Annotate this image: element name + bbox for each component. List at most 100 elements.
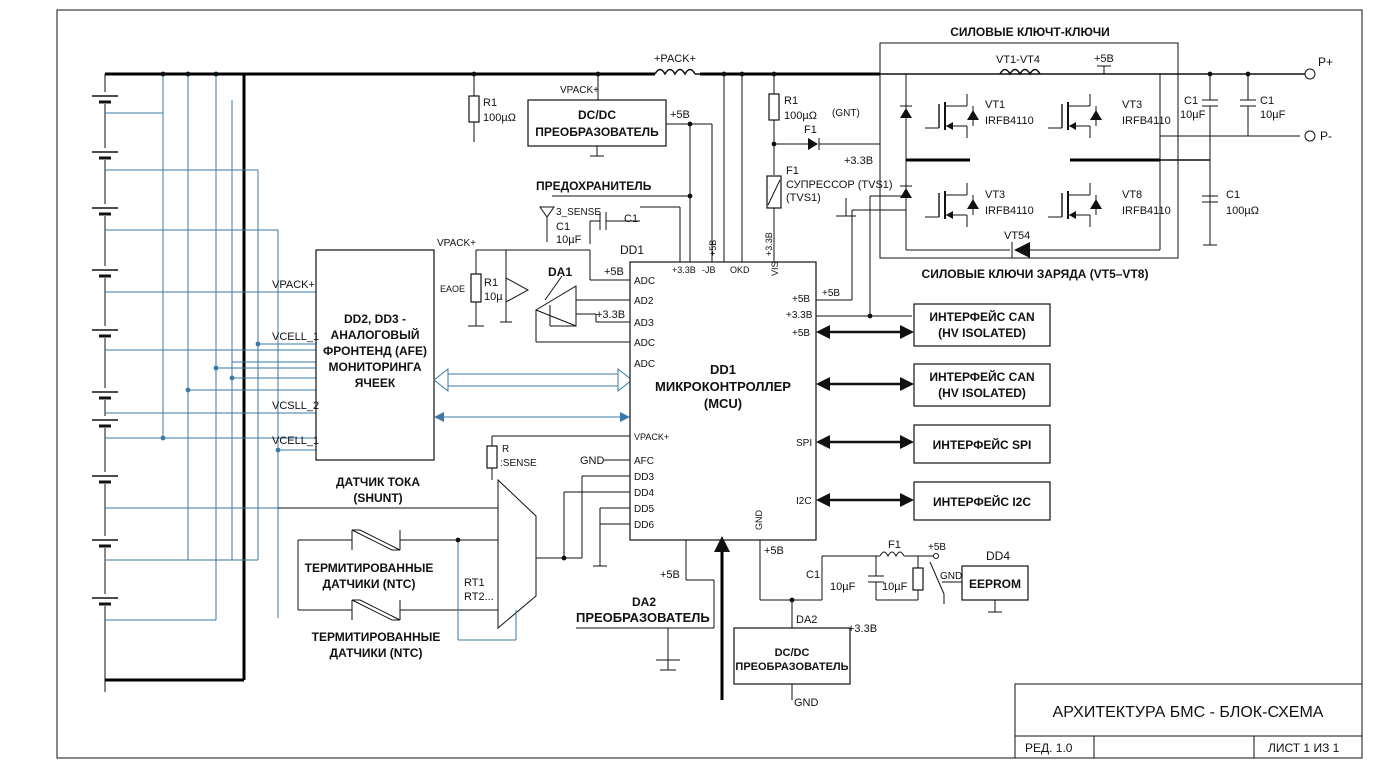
mcu-pin-right-1: +5B	[792, 294, 810, 305]
title-block-title: АРХИТЕКТУРА БМС - БЛОК-СХЕМА	[1053, 704, 1324, 721]
fuse-c1-value: 10µF	[556, 234, 582, 246]
tvs-line-2: (TVS1)	[786, 192, 821, 204]
afe-block: DD2, DD3 - АНАЛОГОВЫЙ ФРОНТЕНД (AFE) МОН…	[272, 249, 435, 461]
top-r1: R1 100µΩ	[468, 71, 516, 142]
mcu-pin-left-2: AD2	[634, 296, 654, 307]
eeprom-f1: F1	[888, 539, 901, 551]
mcu-ref: DD1	[710, 362, 736, 377]
mcu-pin-dd3: DD3	[634, 472, 654, 483]
eaoe-label: EAOE	[440, 284, 465, 294]
da2-plus5: +5B	[660, 569, 680, 581]
mcu-pin-bottom: GND	[754, 510, 764, 531]
mux	[497, 475, 630, 630]
power-switch-box: СИЛОВЫЕ КЛЮЧТ-КЛЮЧИ СИЛОВЫЕ КЛЮЧИ ЗАРЯДА…	[879, 25, 1210, 281]
da2-converter: +5B DA2 ПРЕОБРАЗОВАТЕЛЬ +5B	[576, 536, 822, 700]
tvs-line-1: СУПРЕССОР (TVS1)	[786, 179, 893, 191]
dcdc-bottom: DC/DC ПРЕОБРАЗОВАТЕЛЬ DA2 +3.3B GND	[733, 597, 877, 709]
bidirectional-arrow	[816, 377, 914, 391]
mcu-pin-dd5: DD5	[634, 504, 654, 515]
power-switch-top-title: СИЛОВЫЕ КЛЮЧТ-КЛЮЧИ	[950, 25, 1110, 39]
mcu-right-wires	[816, 195, 912, 319]
r-sense-2: :SENSE	[500, 458, 537, 469]
mcu-pin-right-3: +5B	[792, 328, 810, 339]
dcdc-bottom-line1: DC/DC	[775, 647, 810, 659]
vt1-label: VT1	[985, 99, 1005, 111]
ntc-rt2: RT2...	[464, 591, 494, 603]
mcu-ref-top: DD1	[620, 243, 644, 257]
dcdc-bottom-line2: ПРЕОБРАЗОВАТЕЛЬ	[735, 661, 848, 673]
cell-sense-wires	[105, 71, 316, 621]
mcu-pin-right-spi: SPI	[796, 438, 812, 449]
dcdc-bottom-plus33: +3.3B	[848, 623, 877, 635]
pack-inductor-label: +PACK+	[654, 53, 696, 65]
dcdc-bottom-gnd: GND	[794, 697, 819, 709]
dcdc-bottom-ref: DA2	[796, 614, 817, 626]
cap-c1c-label: C1	[1226, 189, 1240, 201]
battery-cell	[90, 92, 120, 104]
gnd-note: (GNT)	[832, 108, 860, 119]
fuse-c1-label: C1	[556, 221, 570, 233]
battery-cell	[90, 536, 120, 548]
f1-tvs-label: F1	[786, 165, 799, 177]
bidirectional-arrow	[816, 325, 914, 339]
ntc-rt1: RT1	[464, 577, 485, 589]
iface-spi-line1: ИНТЕРФЕЙС SPI	[933, 437, 1032, 452]
iface-can1-line2: (HV ISOLATED)	[938, 326, 1026, 340]
sheet-border	[56, 9, 1363, 759]
vt-top-label: VT1-VT4	[996, 54, 1040, 66]
mcu-pin-dd6: DD6	[634, 520, 654, 531]
vt8-part: IRFB4110	[1122, 205, 1171, 217]
dcdc-top-plus5: +5B	[670, 109, 690, 121]
main-power-bus	[105, 72, 1310, 682]
mcu-pin-top-v2: +3.3B	[764, 232, 774, 256]
output-caps: P+ P- C1 10µF C1 10µF C1 100µΩ	[1159, 55, 1333, 246]
cap-c1a-label: C1	[1184, 95, 1198, 107]
mid-r1-tvs: R1 100µΩ (GNT) F1 +3.3B F1 СУПРЕССОР (TV…	[766, 71, 893, 262]
iface-can2-line2: (HV ISOLATED)	[938, 386, 1026, 400]
cap-c1b-label: C1	[1260, 95, 1274, 107]
r1-left-value: 100µΩ	[483, 112, 516, 124]
f1-top-label: F1	[804, 124, 817, 136]
cap-c1b-value: 10µF	[1260, 109, 1286, 121]
mcu-ext-plus5-right: +5B	[764, 545, 784, 557]
mcu-abbr: (MCU)	[704, 396, 742, 411]
mcu-ext-plus5: +5B	[822, 288, 840, 299]
vt3b-label: VT3	[985, 189, 1005, 201]
ntc-top-1: ТЕРМИТИРОВАННЫЕ	[305, 561, 434, 575]
afe-line-3: ФРОНТЕНД (AFE)	[323, 344, 427, 358]
cap-c1a-value: 10µF	[1180, 109, 1206, 121]
mcu-pin-top-4: VIS	[770, 261, 780, 276]
battery-stack	[90, 74, 120, 692]
mcu-pin-dd4: DD4	[634, 488, 654, 499]
bidirectional-arrow	[816, 435, 914, 449]
mcu-gnd-label: GND	[580, 455, 605, 467]
mcu-pin-left-4: ADC	[634, 338, 655, 349]
dcdc-top-line-2: ПРЕОБРАЗОВАТЕЛЬ	[535, 125, 659, 139]
mosfet-symbol	[1048, 183, 1102, 227]
mcu-pin-right-2: +3.3B	[786, 310, 813, 321]
fuse-r1-label: R1	[484, 277, 498, 289]
fuse-title: ПРЕДОХРАНИТЕЛЬ	[536, 179, 652, 193]
iface-i2c-line1: ИНТЕРФЕЙС I2C	[933, 494, 1031, 509]
mcu-pin-top-2: -JB	[702, 265, 716, 275]
interface-i2c: ИНТЕРФЕЙС I2C	[913, 481, 1051, 521]
interface-can-1: ИНТЕРФЕЙС CAN (HV ISOLATED)	[913, 303, 1051, 347]
dcdc-top-line-1: DC/DC	[578, 108, 616, 122]
bidirectional-arrow	[816, 493, 914, 507]
sense-label: 3_SENSE	[556, 207, 601, 218]
mcu-name: МИКРОКОНТРОЛЛЕР	[655, 379, 791, 394]
ntc-top-2: ДАТЧИКИ (NTC)	[323, 577, 416, 591]
r1-mid-value: 100µΩ	[784, 110, 817, 122]
mcu-pin-top-1: +3.3B	[672, 265, 696, 275]
mosfet-symbol	[1048, 94, 1102, 138]
ntc-sensors: ТЕРМИТИРОВАННЫЕ ДАТЧИКИ (NTC) ТЕРМИТИРОВ…	[278, 507, 517, 660]
eeprom-c1: C1	[806, 569, 820, 581]
mcu-pin-afc: AFC	[634, 456, 654, 467]
vt3a-label: VT3	[1122, 99, 1142, 111]
title-block-revision: РЕД. 1.0	[1025, 741, 1073, 755]
interface-can-2: ИНТЕРФЕЙС CAN (HV ISOLATED)	[913, 363, 1051, 407]
vt8-label: VT8	[1122, 189, 1142, 201]
mcu-pin-left-5: ADC	[634, 359, 655, 370]
afe-mcu-bus	[433, 367, 633, 422]
